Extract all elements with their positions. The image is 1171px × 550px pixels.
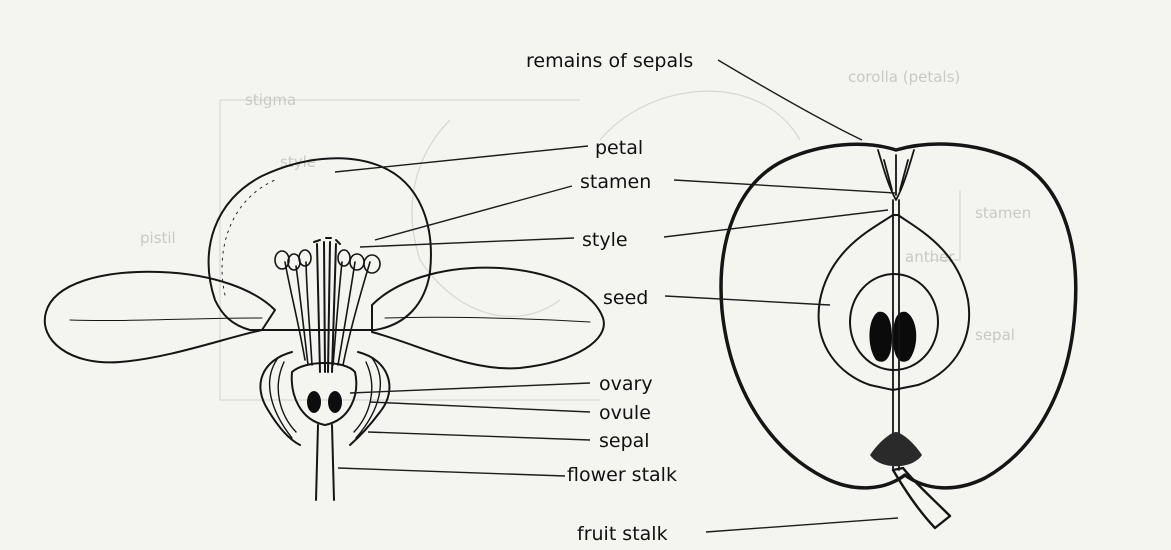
apple-section-drawing [721,144,1076,528]
label-fruit-stalk: fruit stalk [577,523,668,545]
left-petal [45,272,275,363]
label-flower-stalk: flower stalk [567,464,677,486]
ghost-pistil-label: pistil [140,229,176,247]
seed-left [869,312,892,362]
label-sepal: sepal [599,430,650,452]
labels: remains of sepals petal stamen style see… [526,50,693,545]
styles [314,238,340,372]
label-seed: seed [603,287,648,309]
apple-bottom-cavity [870,432,922,466]
ovary [292,363,356,425]
flower-section-drawing [45,158,604,500]
back-petal [209,158,431,330]
ghost-style-label: style [280,153,316,171]
label-style: style [582,229,628,251]
ovule-left [307,391,321,413]
label-ovule: ovule [599,402,651,424]
label-petal: petal [595,137,643,159]
flower-stalk [316,425,334,500]
label-stamen: stamen [580,171,651,193]
ghost-sepal-label: sepal [975,326,1015,344]
ghost-corolla-label: corolla (petals) [848,68,960,86]
label-ovary: ovary [599,373,653,395]
sepal-right [350,352,389,445]
ovule-right [328,391,342,413]
label-remains-of-sepals: remains of sepals [526,50,693,72]
sepal-left [260,352,300,445]
seed-right [893,312,916,362]
ghost-stamen-label: stamen [975,204,1031,222]
ghost-stigma-label: stigma [245,91,296,109]
